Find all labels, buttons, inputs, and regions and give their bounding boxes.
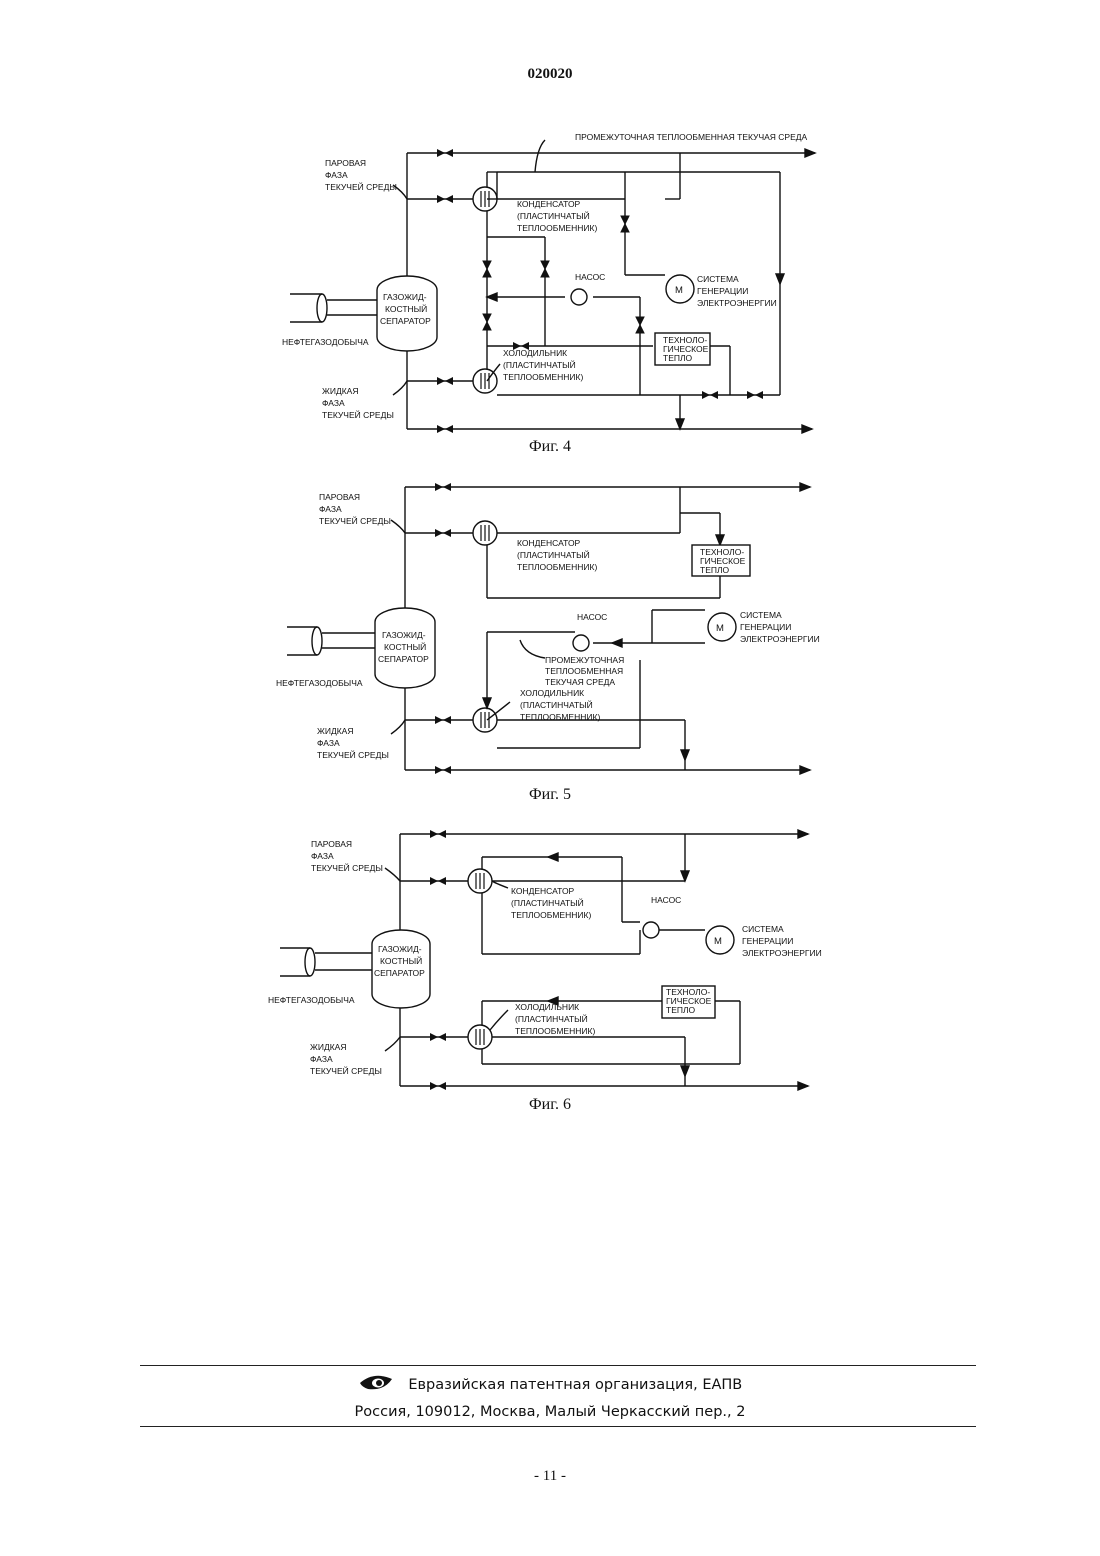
vapor-label-2: ФАЗА bbox=[311, 851, 334, 861]
power-label-1: СИСТЕМА bbox=[697, 274, 739, 284]
cooler-label-3: ТЕПЛООБМЕННИК) bbox=[515, 1026, 595, 1036]
figure-4-diagram: ПАРОВАЯ ФАЗА ТЕКУЧЕЙ СРЕДЫ ЖИДКАЯ ФАЗА Т… bbox=[0, 0, 1100, 470]
power-label-3: ЭЛЕКТРОЭНЕРГИИ bbox=[697, 298, 777, 308]
condenser-label-1: КОНДЕНСАТОР bbox=[511, 886, 575, 896]
figure-4: ПАРОВАЯ ФАЗА ТЕКУЧЕЙ СРЕДЫ ЖИДКАЯ ФАЗА Т… bbox=[0, 0, 1100, 470]
liquid-label-2: ФАЗА bbox=[310, 1054, 333, 1064]
separator-label-3: СЕПАРАТОР bbox=[378, 654, 429, 664]
separator-label-1: ГАЗОЖИД- bbox=[383, 292, 427, 302]
cooler-label-1: ХОЛОДИЛЬНИК bbox=[503, 348, 567, 358]
cooler-label-3: ТЕПЛООБМЕННИК) bbox=[520, 712, 600, 722]
condenser-label-2: (ПЛАСТИНЧАТЫЙ bbox=[511, 897, 584, 908]
liquid-label-1: ЖИДКАЯ bbox=[310, 1042, 346, 1052]
figure-4-caption: Фиг. 4 bbox=[0, 438, 1100, 456]
oilgas-label: НЕФТЕГАЗОДОБЫЧА bbox=[268, 995, 355, 1005]
process-heat-label-3: ТЕПЛО bbox=[666, 1005, 696, 1015]
liquid-label-1: ЖИДКАЯ bbox=[322, 386, 358, 396]
vapor-label-1: ПАРОВАЯ bbox=[319, 492, 360, 502]
intermediate-label-2: ТЕПЛООБМЕННАЯ bbox=[545, 666, 623, 676]
liquid-label-2: ФАЗА bbox=[322, 398, 345, 408]
vapor-label-3: ТЕКУЧЕЙ СРЕДЫ bbox=[325, 181, 397, 192]
vapor-label-1: ПАРОВАЯ bbox=[325, 158, 366, 168]
cooler-label-1: ХОЛОДИЛЬНИК bbox=[515, 1002, 579, 1012]
intermediate-label-3: ТЕКУЧАЯ СРЕДА bbox=[545, 677, 615, 687]
cooler-label-2: (ПЛАСТИНЧАТЫЙ bbox=[515, 1013, 588, 1024]
process-heat-label-3: ТЕПЛО bbox=[700, 565, 730, 575]
condenser-label-1: КОНДЕНСАТОР bbox=[517, 199, 581, 209]
figure-6-caption: Фиг. 6 bbox=[0, 1096, 1100, 1114]
figure-5: ПАРОВАЯ ФАЗА ТЕКУЧЕЙ СРЕДЫ ЖИДКАЯ ФАЗА Т… bbox=[0, 470, 1100, 810]
pump-label: НАСОС bbox=[577, 612, 607, 622]
condenser-label-2: (ПЛАСТИНЧАТЫЙ bbox=[517, 549, 590, 560]
separator-label-2: КОСТНЫЙ bbox=[380, 955, 422, 966]
footer-org-line: Евразийская патентная организация, ЕАПВ bbox=[0, 1373, 1100, 1393]
footer-org: Евразийская патентная организация, ЕАПВ bbox=[408, 1377, 742, 1393]
intermediate-label: ПРОМЕЖУТОЧНАЯ ТЕПЛООБМЕННАЯ ТЕКУЧАЯ СРЕД… bbox=[575, 132, 808, 142]
figure-6: ПАРОВАЯ ФАЗА ТЕКУЧЕЙ СРЕДЫ ЖИДКАЯ ФАЗА Т… bbox=[0, 820, 1100, 1120]
footer-top-rule bbox=[140, 1365, 976, 1366]
liquid-label-3: ТЕКУЧЕЙ СРЕДЫ bbox=[310, 1065, 382, 1076]
motor-label: М bbox=[714, 936, 722, 947]
eapo-logo-icon bbox=[358, 1373, 394, 1393]
figure-5-diagram: ПАРОВАЯ ФАЗА ТЕКУЧЕЙ СРЕДЫ ЖИДКАЯ ФАЗА Т… bbox=[0, 470, 1100, 810]
power-label-3: ЭЛЕКТРОЭНЕРГИИ bbox=[742, 948, 822, 958]
page-number: - 11 - bbox=[0, 1468, 1100, 1485]
power-label-2: ГЕНЕРАЦИИ bbox=[740, 622, 791, 632]
oilgas-label: НЕФТЕГАЗОДОБЫЧА bbox=[276, 678, 363, 688]
condenser-label-1: КОНДЕНСАТОР bbox=[517, 538, 581, 548]
footer-address: Россия, 109012, Москва, Малый Черкасский… bbox=[0, 1404, 1100, 1420]
vapor-label-1: ПАРОВАЯ bbox=[311, 839, 352, 849]
motor-label: М bbox=[716, 623, 724, 634]
cooler-label-1: ХОЛОДИЛЬНИК bbox=[520, 688, 584, 698]
footer-bottom-rule bbox=[140, 1426, 976, 1427]
condenser-label-2: (ПЛАСТИНЧАТЫЙ bbox=[517, 210, 590, 221]
vapor-label-2: ФАЗА bbox=[325, 170, 348, 180]
power-label-2: ГЕНЕРАЦИИ bbox=[697, 286, 748, 296]
separator-label-2: КОСТНЫЙ bbox=[384, 641, 426, 652]
motor-label: М bbox=[675, 285, 683, 296]
liquid-label-3: ТЕКУЧЕЙ СРЕДЫ bbox=[322, 409, 394, 420]
vapor-label-3: ТЕКУЧЕЙ СРЕДЫ bbox=[311, 862, 383, 873]
separator-label-1: ГАЗОЖИД- bbox=[378, 944, 422, 954]
figure-5-caption: Фиг. 5 bbox=[0, 786, 1100, 804]
condenser-label-3: ТЕПЛООБМЕННИК) bbox=[511, 910, 591, 920]
cooler-label-2: (ПЛАСТИНЧАТЫЙ bbox=[520, 699, 593, 710]
cooler-label-2: (ПЛАСТИНЧАТЫЙ bbox=[503, 359, 576, 370]
vapor-label-3: ТЕКУЧЕЙ СРЕДЫ bbox=[319, 515, 391, 526]
liquid-label-3: ТЕКУЧЕЙ СРЕДЫ bbox=[317, 749, 389, 760]
separator-label-1: ГАЗОЖИД- bbox=[382, 630, 426, 640]
intermediate-label-1: ПРОМЕЖУТОЧНАЯ bbox=[545, 655, 624, 665]
separator-label-3: СЕПАРАТОР bbox=[374, 968, 425, 978]
liquid-label-2: ФАЗА bbox=[317, 738, 340, 748]
liquid-label-1: ЖИДКАЯ bbox=[317, 726, 353, 736]
condenser-label-3: ТЕПЛООБМЕННИК) bbox=[517, 562, 597, 572]
condenser-label-3: ТЕПЛООБМЕННИК) bbox=[517, 223, 597, 233]
power-label-3: ЭЛЕКТРОЭНЕРГИИ bbox=[740, 634, 820, 644]
pump-label: НАСОС bbox=[651, 895, 681, 905]
vapor-label-2: ФАЗА bbox=[319, 504, 342, 514]
cooler-label-3: ТЕПЛООБМЕННИК) bbox=[503, 372, 583, 382]
figure-6-diagram: ПАРОВАЯ ФАЗА ТЕКУЧЕЙ СРЕДЫ ЖИДКАЯ ФАЗА Т… bbox=[0, 820, 1100, 1120]
separator-label-2: КОСТНЫЙ bbox=[385, 303, 427, 314]
separator-label-3: СЕПАРАТОР bbox=[380, 316, 431, 326]
oilgas-label: НЕФТЕГАЗОДОБЫЧА bbox=[282, 337, 369, 347]
process-heat-label-3: ТЕПЛО bbox=[663, 353, 693, 363]
power-label-1: СИСТЕМА bbox=[742, 924, 784, 934]
power-label-1: СИСТЕМА bbox=[740, 610, 782, 620]
pump-label: НАСОС bbox=[575, 272, 605, 282]
power-label-2: ГЕНЕРАЦИИ bbox=[742, 936, 793, 946]
